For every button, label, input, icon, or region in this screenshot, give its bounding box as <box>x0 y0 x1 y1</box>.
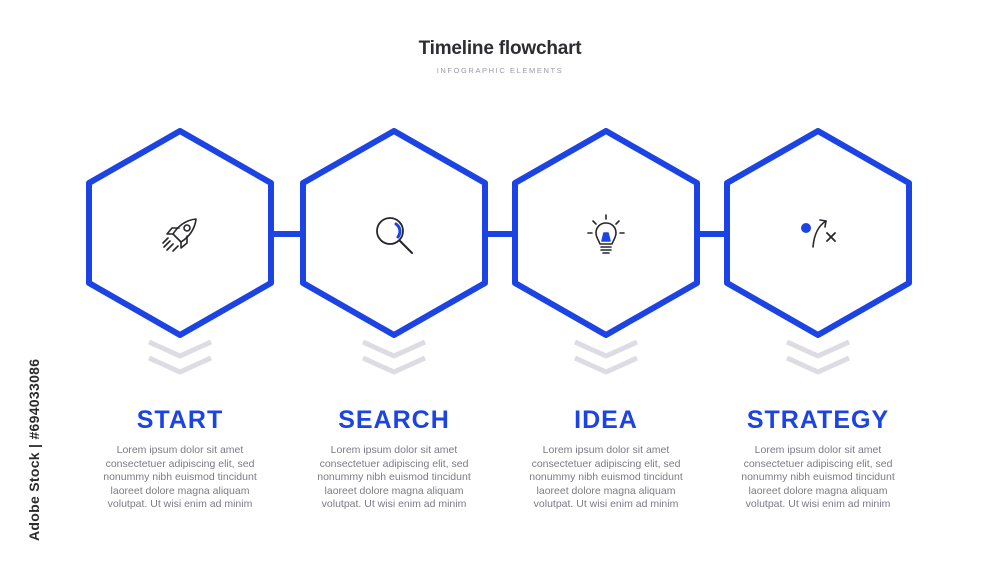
step-title: SEARCH <box>338 406 450 434</box>
step-idea: IDEA Lorem ipsum dolor sit amet consecte… <box>506 128 706 528</box>
step-strategy: STRATEGY Lorem ipsum dolor sit amet cons… <box>718 128 918 528</box>
strategy-icon <box>801 219 836 248</box>
hexagon-frame <box>300 128 488 338</box>
rocket-icon <box>162 218 197 252</box>
hexagon-frame <box>86 128 274 338</box>
magnifier-icon <box>376 217 413 254</box>
step-title: STRATEGY <box>746 406 890 434</box>
step-description: Lorem ipsum dolor sit amet consectetuer … <box>317 444 471 510</box>
stock-watermark-label: Adobe Stock | #694033086 <box>26 358 42 541</box>
step-description: Lorem ipsum dolor sit amet consectetuer … <box>529 444 683 510</box>
lightbulb-icon <box>587 214 625 254</box>
page-title: Timeline flowchart <box>418 38 582 59</box>
chevron-down-icon <box>785 339 851 375</box>
step-start: START Lorem ipsum dolor sit amet consect… <box>80 128 280 528</box>
page-subtitle: INFOGRAPHIC ELEMENTS <box>436 66 564 75</box>
step-title: START <box>136 406 224 434</box>
chevron-down-icon <box>147 339 213 375</box>
hexagon-frame <box>724 128 912 338</box>
chevron-down-icon <box>361 339 427 375</box>
step-description: Lorem ipsum dolor sit amet consectetuer … <box>741 444 895 510</box>
connector-line <box>696 231 732 237</box>
connector-line <box>270 231 306 237</box>
step-title: IDEA <box>574 406 638 434</box>
step-description: Lorem ipsum dolor sit amet consectetuer … <box>103 444 257 510</box>
chevron-down-icon <box>573 339 639 375</box>
connector-line <box>484 231 520 237</box>
step-search: SEARCH Lorem ipsum dolor sit amet consec… <box>294 128 494 528</box>
